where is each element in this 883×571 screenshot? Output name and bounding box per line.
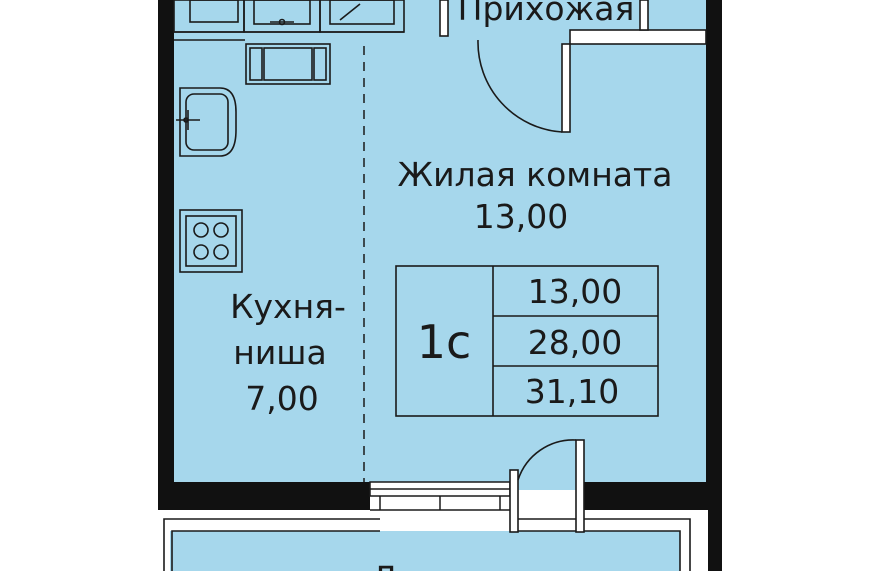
kitchen-counter	[245, 43, 331, 85]
summary-table	[395, 265, 659, 417]
living-area-value: 13,00	[528, 272, 622, 311]
wall-left	[158, 0, 174, 510]
hallway-partitions	[439, 0, 707, 45]
living-room-label: Жилая комната	[398, 155, 673, 194]
total-area-value: 28,00	[528, 323, 622, 362]
hallway-label: Прихожая	[458, 0, 635, 28]
total-with-balcony-value: 31,10	[525, 372, 619, 411]
wall-bottom-left	[158, 482, 370, 510]
wall-bottom-right	[578, 482, 722, 510]
window-bottom	[369, 481, 511, 511]
wall-right	[706, 0, 722, 510]
kitchen-area: 7,00	[245, 379, 318, 418]
stove-icon	[179, 209, 243, 273]
apartment-floor	[170, 0, 710, 490]
balcony-label: Л	[372, 559, 397, 571]
sink-icon	[176, 87, 237, 157]
balcony-wall-right	[708, 510, 722, 571]
balcony-floor	[170, 531, 680, 571]
balcony-outline	[163, 518, 691, 571]
kitchen-label-line2: ниша	[233, 333, 326, 372]
apartment-type: 1с	[417, 315, 472, 369]
hallway-door	[477, 39, 571, 133]
kitchen-cabinets-top	[173, 0, 405, 41]
kitchen-label-line1: Кухня-	[230, 287, 346, 326]
balcony-door	[509, 439, 585, 533]
living-room-area: 13,00	[474, 197, 568, 236]
